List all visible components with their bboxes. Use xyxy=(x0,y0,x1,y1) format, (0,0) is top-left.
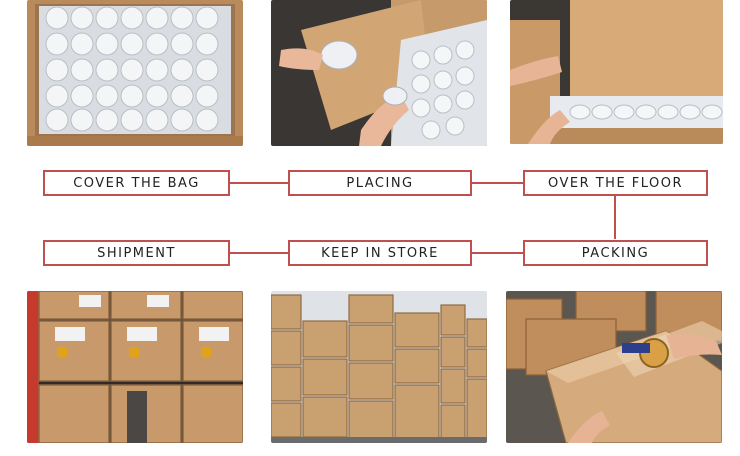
step-keep-in-store: KEEP IN STORE xyxy=(288,240,472,266)
step-packing: PACKING xyxy=(523,240,708,266)
step-cover-the-bag: COVER THE BAG xyxy=(43,170,230,196)
step-over-the-floor: OVER THE FLOOR xyxy=(523,170,708,196)
connector-store-to-shipment xyxy=(229,252,289,254)
connector-floor-to-packing xyxy=(614,195,616,239)
photo-keep-in-store xyxy=(271,291,487,443)
connector-packing-to-store xyxy=(471,252,525,254)
connector-placing-to-floor xyxy=(471,182,525,184)
photo-over-the-floor xyxy=(510,0,723,144)
connector-cover-to-placing xyxy=(229,182,289,184)
photo-placing-jars xyxy=(271,0,487,146)
step-placing: PLACING xyxy=(288,170,472,196)
photo-packing-tape xyxy=(506,291,722,443)
photo-jars-in-box xyxy=(27,0,243,146)
step-shipment: SHIPMENT xyxy=(43,240,230,266)
photo-shipment-boxes xyxy=(27,291,243,443)
